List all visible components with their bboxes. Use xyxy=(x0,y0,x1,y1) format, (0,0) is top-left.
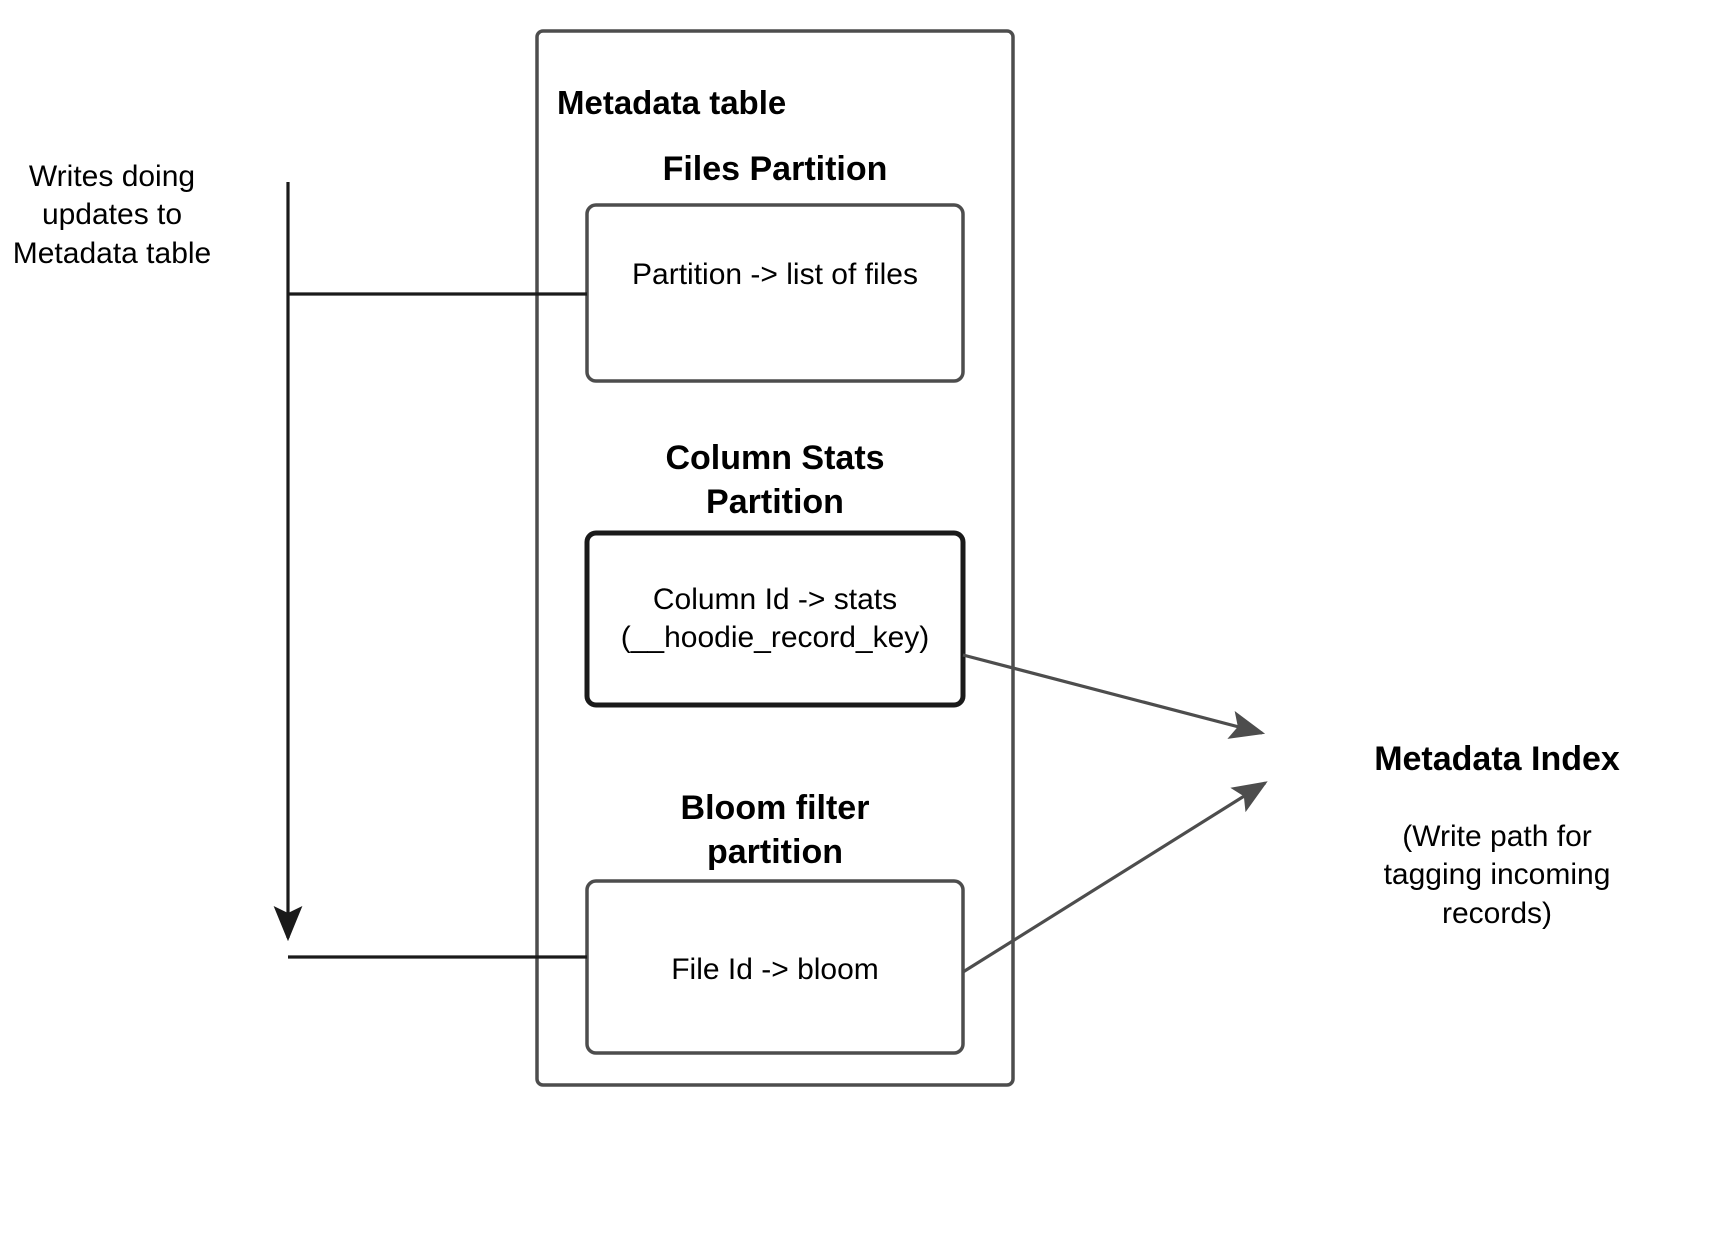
bloom-to-metadata-index-arrow xyxy=(962,781,1268,974)
files-partition-box-text: Partition -> list of files xyxy=(632,258,918,291)
metadata-index-note: (Write path for tagging incoming records… xyxy=(1383,820,1611,930)
files-partition-heading: Files Partition xyxy=(662,150,888,188)
column-stats-to-metadata-index-arrow xyxy=(962,653,1266,739)
column-stats-partition-box-text: Column Id -> stats (__hoodie_record_key) xyxy=(620,583,930,655)
bloom-filter-partition-box-text: File Id -> bloom xyxy=(671,953,879,986)
column-stats-partition-heading: Column Stats Partition xyxy=(665,439,885,521)
metadata-index-title: Metadata Index xyxy=(1374,740,1620,778)
bloom-filter-partition-heading: Bloom filter partition xyxy=(680,789,870,871)
writes-note-label: Writes doing updates to Metadata table xyxy=(12,160,212,270)
metadata-table-label: Metadata table xyxy=(557,84,787,121)
